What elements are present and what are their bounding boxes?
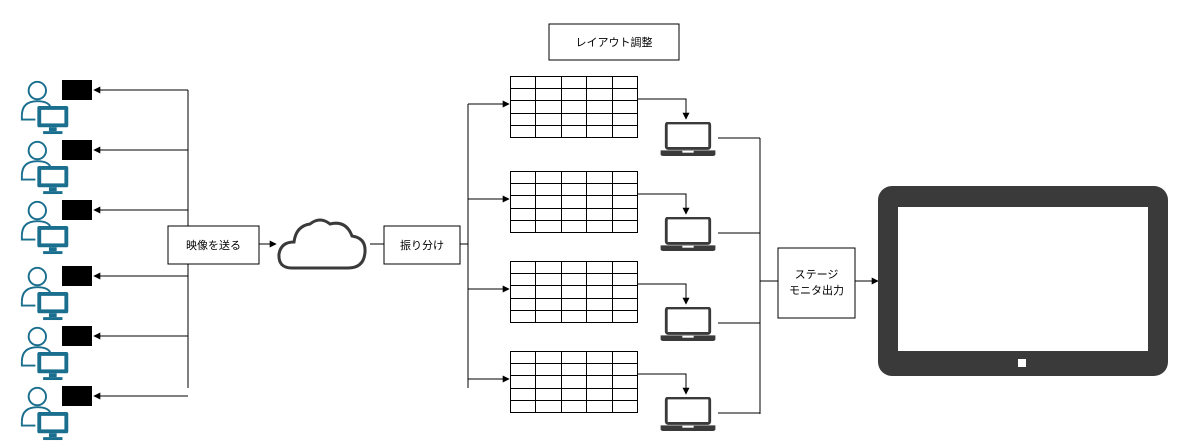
laptop-icon: [660, 307, 716, 341]
user-at-computer-icon: [20, 386, 70, 441]
laptop-icon: [660, 217, 716, 251]
video-grid-icon: [510, 261, 638, 323]
stage-monitor-icon: [878, 186, 1168, 376]
stage-output-box: [777, 247, 856, 319]
user-at-computer-icon: [20, 140, 70, 195]
webcam-icon: [62, 80, 92, 100]
send-video-label: 映像を送る: [186, 238, 241, 252]
distribute-box: [383, 225, 461, 265]
layout-adjust-label: レイアウト調整: [576, 35, 653, 49]
grid-to-laptop-arrow: [638, 98, 690, 120]
user-at-computer-icon: [20, 80, 70, 135]
video-grid-icon: [510, 171, 638, 233]
cloud-icon: [277, 218, 367, 270]
video-grid-icon: [510, 351, 638, 413]
user-at-computer-icon: [20, 200, 70, 255]
webcam-icon: [62, 266, 92, 286]
laptop-icon: [660, 397, 716, 431]
video-grid-icon: [510, 76, 638, 138]
laptop-icon: [660, 122, 716, 156]
stage-label-line2: モニタ出力: [789, 283, 844, 297]
send-video-box: [167, 225, 260, 265]
grid-to-laptop-arrow: [638, 283, 690, 305]
webcam-icon: [62, 200, 92, 220]
grid-to-laptop-arrow: [638, 373, 690, 395]
user-at-computer-icon: [20, 326, 70, 381]
webcam-icon: [62, 326, 92, 346]
stage-label-line1: ステージ: [795, 268, 839, 281]
webcam-icon: [62, 386, 92, 406]
distribute-label: 振り分け: [400, 238, 444, 252]
grid-to-laptop-arrow: [638, 193, 690, 215]
user-at-computer-icon: [20, 266, 70, 321]
webcam-icon: [62, 140, 92, 160]
layout-adjust-box: [548, 23, 680, 61]
